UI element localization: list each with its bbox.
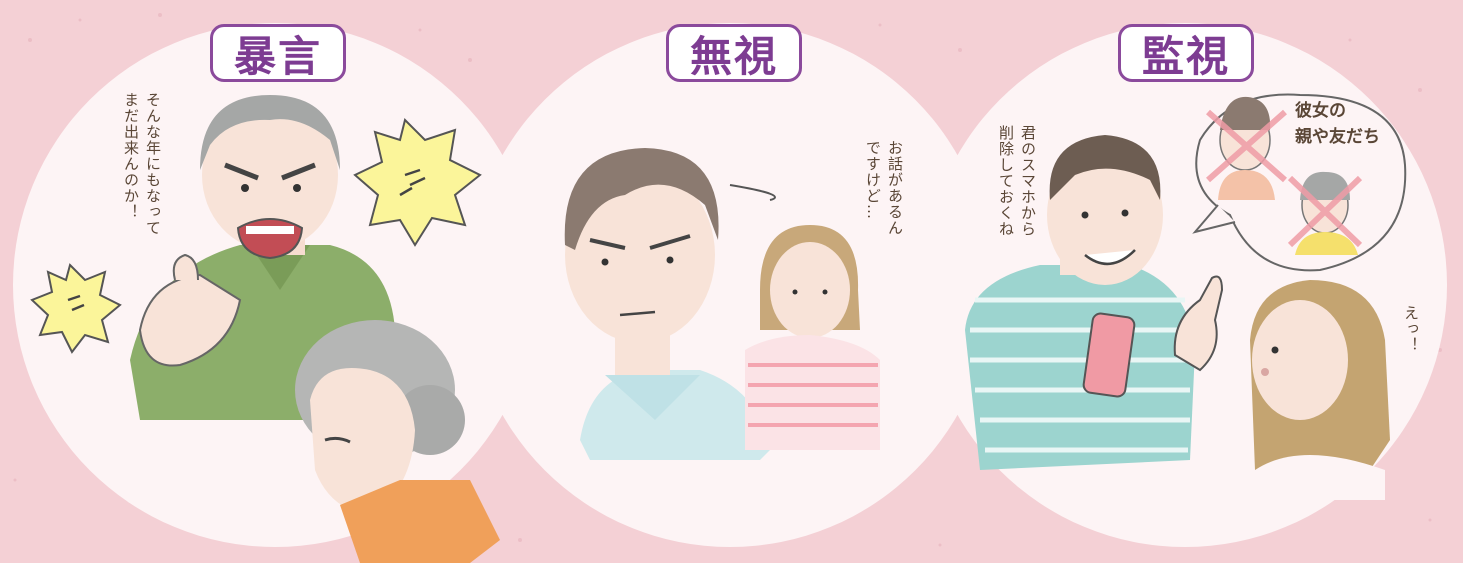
old-woman-illustration — [295, 320, 500, 563]
thought-label: 彼女の 親や友だち — [1295, 98, 1380, 150]
speech-text-panel-3: 君のスマホから 削除しておくね — [995, 125, 1039, 275]
reaction-text: えっ！ — [1402, 305, 1420, 353]
panel-circle-2 — [468, 23, 992, 547]
speech-line-2: 削除しておくね — [997, 125, 1015, 237]
ignoring-man-illustration — [564, 148, 776, 460]
speech-line-2: ですけど… — [864, 140, 882, 220]
controlling-man-illustration — [965, 135, 1195, 470]
panel-title-ignoring: 無視 — [666, 24, 802, 82]
surprised-woman-illustration — [1250, 280, 1390, 500]
speech-text-panel-1: そんな年にもなって まだ出来んのか！ — [120, 92, 164, 282]
speech-text-panel-2: お話があるん ですけど… — [862, 140, 906, 290]
anger-burst-icon — [353, 118, 482, 247]
speech-line-2: まだ出来んのか！ — [122, 92, 140, 220]
speech-line-1: お話があるん — [886, 140, 904, 236]
speech-line-1: そんな年にもなって — [144, 92, 162, 236]
speech-line-1: 君のスマホから — [1019, 125, 1037, 237]
thought-line-1: 彼女の — [1295, 101, 1346, 121]
thought-line-2: 親や友だち — [1295, 127, 1380, 147]
smartphone-icon — [1082, 312, 1136, 398]
crossed-out-parent-icon — [1206, 96, 1287, 200]
raised-finger-icon — [1173, 275, 1224, 372]
woman-asking-illustration — [745, 225, 880, 450]
panel-title-verbal-abuse: 暴言 — [210, 24, 346, 82]
crossed-out-friend-icon — [1287, 171, 1363, 255]
panel-title-monitoring: 監視 — [1118, 24, 1254, 82]
anger-burst-small-icon — [30, 263, 122, 354]
